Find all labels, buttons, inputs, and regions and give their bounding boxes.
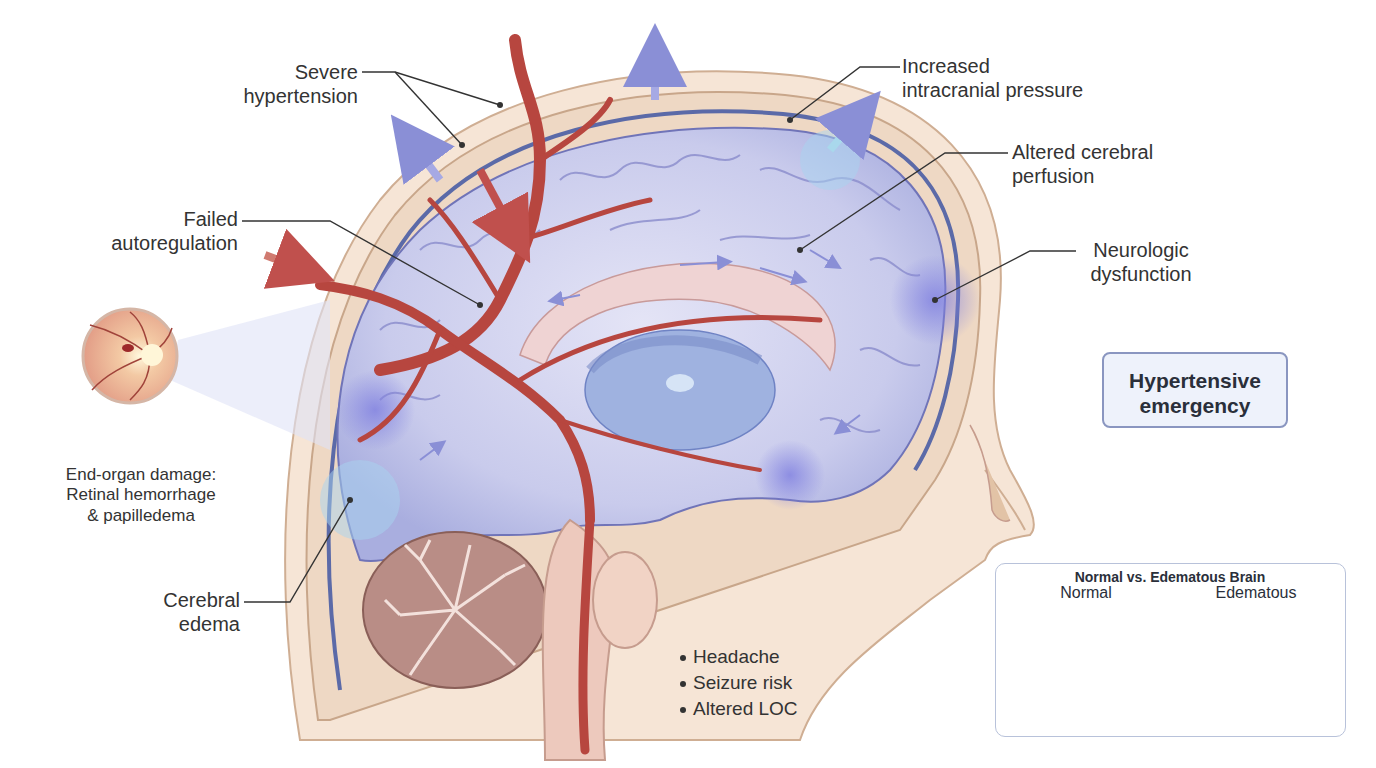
callout-label: Altered cerebral perfusion — [1012, 140, 1184, 188]
callout-label: Failed autoregulation — [88, 207, 238, 255]
symptom-item: Headache — [693, 646, 893, 669]
callout-label: Neurologic dysfunction — [1076, 238, 1206, 286]
callout-label: Cerebral edema — [120, 588, 240, 636]
box-heading: Normal vs. Edematous Brain — [996, 569, 1344, 586]
comparison-panel: Normal vs. Edematous BrainNormal Edematou… — [995, 563, 1346, 737]
box-heading: Hypertensive emergency — [1104, 368, 1286, 418]
symptom-item: Seizure risk — [693, 672, 893, 695]
box-text: Normal — [1036, 583, 1136, 602]
callout-label: Severe hypertension — [226, 60, 358, 108]
box-text: Edematous — [1196, 583, 1316, 602]
status-box: Hypertensive emergency — [1102, 352, 1288, 428]
inset-caption: End-organ damage: Retinal hemorrhage & p… — [62, 465, 220, 526]
symptom-item: Altered LOC — [693, 698, 893, 721]
callout-label: Increased intracranial pressure — [902, 54, 1088, 102]
